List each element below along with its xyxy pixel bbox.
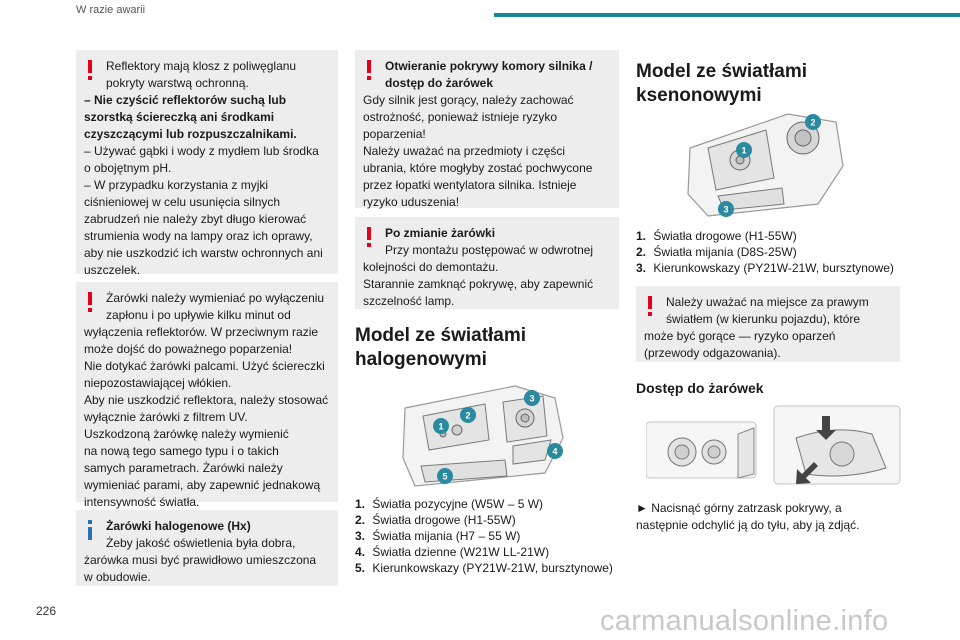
warning-box-bonnet: Otwieranie pokrywy komory silnika / dost… (355, 50, 619, 209)
warning-box-cleaning: Reflektory mają klosz z poliwęglanu pokr… (76, 50, 338, 277)
arrow-down-icon (816, 416, 836, 440)
info-box-halogen: Żarówki halogenowe (Hx) Żeby jakość oświ… (76, 510, 338, 586)
section-title: W razie awarii (76, 4, 146, 16)
info-icon (88, 520, 92, 540)
text-line: Aby nie uszkodzić reflektora, należy sto… (84, 393, 329, 407)
text-line: na nową tego samego typu i o takich (84, 444, 279, 458)
text-line: wymieniać parami, aby zapewnić jednakową (84, 478, 321, 492)
text-line: ubrania, które mogłyby zostać pochwycone (363, 161, 593, 175)
callout-badge: 4 (547, 443, 563, 459)
text-line: może być gorące — ryzyko oparzeń (644, 329, 836, 343)
box-title: Otwieranie pokrywy komory silnika / (385, 59, 593, 73)
warning-icon (367, 60, 371, 80)
text-line: szorstką ściereczką ani środkami (84, 110, 275, 124)
svg-text:1: 1 (438, 422, 443, 432)
callout-badge: 2 (460, 407, 476, 423)
text-line: może dojść do poważnego poparzenia! (84, 342, 293, 356)
svg-text:2: 2 (465, 411, 470, 421)
text-line: wyłączenia reflektorów. W przeciwnym raz… (84, 325, 319, 339)
text-line: kolejności do demontażu. (363, 260, 499, 274)
header-accent-bar (494, 13, 960, 17)
svg-text:2: 2 (810, 118, 815, 128)
text-line: w obudowie. (84, 570, 151, 584)
warning-box-bulbs: Żarówki należy wymieniać po wyłączeniu z… (76, 282, 338, 509)
text-line: Starannie zamknąć pokrywę, aby zapewnić (363, 277, 594, 291)
text-line: szczelność lamp. (363, 294, 455, 308)
text-line: żarówka musi być prawidłowo umieszczona (84, 553, 317, 567)
halogen-bulb-list: 1. Światła pozycyjne (W5W – 5 W) 2. Świa… (355, 496, 613, 576)
page-number: 226 (36, 604, 57, 618)
warning-icon (88, 292, 92, 312)
text-line: – Nie czyścić reflektorów suchą lub (84, 93, 287, 107)
heading-halogen: Model ze światłami halogenowymi (355, 325, 527, 370)
text-line: Żarówki należy wymieniać po wyłączeniu (106, 291, 325, 305)
text-line: Reflektory mają klosz z poliwęglanu (106, 59, 297, 73)
warning-icon (648, 296, 652, 316)
list-item: 3. Kierunkowskazy (PY21W-21W, bursztynow… (636, 261, 894, 275)
box-title: dostęp do żarówek (385, 76, 494, 90)
bulb-access-illustration (646, 405, 901, 485)
subheading-bulb-access: Dostęp do żarówek (636, 380, 764, 396)
svg-text:1: 1 (741, 146, 746, 156)
instruction-text: ► Nacisnąć górny zatrzask pokrywy, a nas… (636, 501, 860, 532)
callout-badge: 3 (718, 201, 734, 217)
svg-text:4: 4 (552, 447, 557, 457)
text-line: Gdy silnik jest gorący, należy zachować (363, 93, 574, 107)
list-item: 2. Światła drogowe (H1-55W) (355, 513, 516, 527)
callout-badge: 1 (433, 418, 449, 434)
list-item: 3. Światła mijania (H7 – 55 W) (355, 529, 521, 543)
text-line: światłem (w kierunku pojazdu), które (666, 312, 861, 326)
svg-text:5: 5 (442, 472, 447, 482)
warning-icon (88, 60, 92, 80)
warning-box-after-change: Po zmianie żarówki Przy montażu postępow… (355, 217, 619, 309)
text-line: przez łopatki wentylatora silnika. Istni… (363, 178, 577, 192)
svg-text:3: 3 (723, 205, 728, 215)
text-line: samych parametrach. Żarówki należy (84, 461, 283, 475)
text-line: Uszkodzoną żarówkę należy wymienić (84, 427, 289, 441)
text-line: Przy montażu postępować w odwrotnej (385, 243, 594, 257)
text-line: niepozostawiającej włókien. (84, 376, 232, 390)
arrow-pull-icon (796, 462, 818, 484)
text-line: intensywność światła. (84, 495, 200, 509)
text-line: zabrudzeń nie należy zbyt długo kierować (84, 212, 307, 226)
box-title: Żarówki halogenowe (Hx) (106, 519, 251, 533)
text-line: aby nie uszkodzić ich warstw ochronnych … (84, 246, 323, 260)
list-item: 1. Światła drogowe (H1-55W) (636, 229, 797, 243)
callout-badge: 1 (736, 142, 752, 158)
heading-xenon: Model ze światłami ksenonowymi (636, 61, 808, 106)
text-line: poparzenia! (363, 127, 426, 141)
text-line: ostrożność, ponieważ istnieje ryzyko (363, 110, 558, 124)
watermark: carmanualsonline.info (600, 605, 889, 637)
text-line: pokryty warstwą ochronną. (106, 76, 249, 90)
xenon-bulb-list: 1. Światła drogowe (H1-55W) 2. Światła m… (636, 228, 894, 276)
halogen-headlamp-illustration: 1 2 3 4 5 (402, 385, 564, 487)
callout-badge: 2 (805, 114, 821, 130)
callout-badge: 5 (437, 468, 453, 484)
text-line: (przewody odgazowania). (644, 346, 781, 360)
warning-icon (367, 227, 371, 247)
text-line: Należy uważać na miejsce za prawym (666, 295, 869, 309)
list-item: 4. Światła dzienne (W21W LL-21W) (355, 545, 550, 559)
box-title: Po zmianie żarówki (385, 226, 496, 240)
text-line: strumienia wody na lampy oraz ich oprawy… (84, 229, 313, 243)
text-line: czyszczącymi lub rozpuszczalnikami. (84, 127, 297, 141)
text-line: Żeby jakość oświetlenia była dobra, (106, 536, 296, 550)
text-line: ciśnieniowej w celu usunięcia silnych (84, 195, 281, 209)
xenon-headlamp-illustration: 1 2 3 (687, 113, 844, 217)
text-line: – Używać gąbki i wody z mydłem lub środk… (84, 144, 319, 158)
text-line: ryzyko uduszenia! (363, 195, 460, 209)
list-item: 5. Kierunkowskazy (PY21W-21W, bursztynow… (355, 561, 613, 575)
callout-badge: 3 (524, 390, 540, 406)
text-line: o obojętnym pH. (84, 161, 172, 175)
text-line: wyłącznie żarówki z filtrem UV. (84, 410, 248, 424)
warning-box-hot-area: Należy uważać na miejsce za prawym świat… (636, 286, 900, 362)
text-line: Nie dotykać żarówki palcami. Użyć ściere… (84, 359, 325, 373)
text-line: Należy uważać na przedmioty i części (363, 144, 566, 158)
text-line: uszczelek. (84, 263, 141, 277)
text-line: – W przypadku korzystania z myjki (84, 178, 269, 192)
text-line: zapłonu i po upływie kilku minut od (106, 308, 291, 322)
svg-text:3: 3 (529, 394, 534, 404)
list-item: 2. Światła mijania (D8S-25W) (636, 245, 797, 259)
list-item: 1. Światła pozycyjne (W5W – 5 W) (355, 497, 544, 511)
